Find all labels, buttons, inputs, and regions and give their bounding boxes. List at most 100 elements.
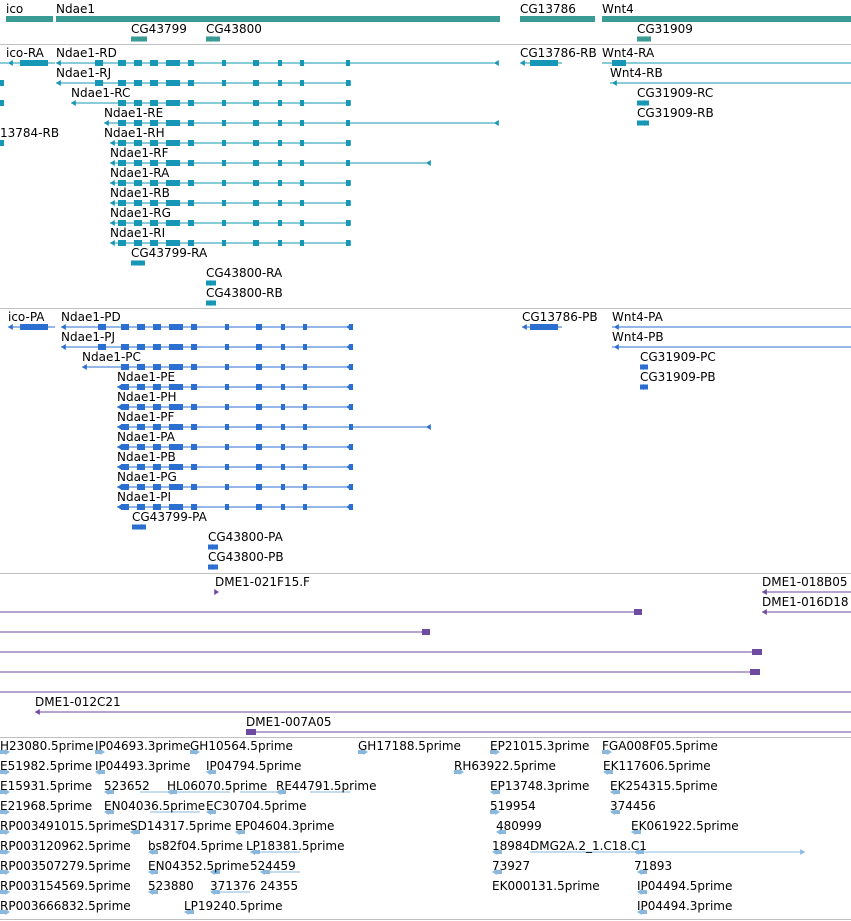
exon-block[interactable]	[191, 444, 197, 450]
est-block[interactable]	[602, 750, 608, 754]
est-block[interactable]	[210, 810, 216, 814]
exon-block[interactable]	[98, 344, 106, 350]
exon-block[interactable]	[349, 464, 353, 470]
exon-block[interactable]	[121, 344, 129, 350]
protein-label[interactable]: Ndae1-PA	[117, 430, 175, 444]
est-label[interactable]: 71893	[634, 859, 673, 873]
est-block[interactable]	[496, 870, 502, 874]
exon-block[interactable]	[188, 80, 194, 86]
exon-block[interactable]	[278, 80, 282, 86]
est-label[interactable]: E15931.5prime	[0, 779, 93, 793]
exon-block[interactable]	[166, 180, 180, 186]
est-label[interactable]: H23080.5prime	[0, 739, 94, 753]
exon-block[interactable]	[95, 60, 103, 66]
exon-block[interactable]	[134, 180, 142, 186]
exon-block[interactable]	[253, 100, 259, 106]
gene-bar[interactable]	[520, 16, 595, 22]
exon-block[interactable]	[121, 484, 129, 490]
est-label[interactable]: FGA008F05.5prime	[602, 739, 718, 753]
est-label[interactable]: E21968.5prime	[0, 799, 93, 813]
est-label[interactable]: IP04494.5prime	[637, 879, 733, 893]
exon-block[interactable]	[137, 484, 145, 490]
est-block[interactable]	[152, 850, 158, 854]
transcript-label[interactable]: Ndae1-RF	[110, 146, 169, 160]
exon-block[interactable]	[256, 444, 262, 450]
exon-block[interactable]	[303, 484, 307, 490]
exon-block[interactable]	[131, 260, 145, 266]
protein-label[interactable]: Ndae1-PC	[82, 350, 141, 364]
exon-block[interactable]	[134, 200, 142, 206]
exon-block[interactable]	[191, 364, 197, 370]
est-label[interactable]: 523652	[104, 779, 150, 793]
est-label[interactable]: EK117606.5prime	[603, 759, 711, 773]
exon-block[interactable]	[349, 504, 353, 510]
transcript-label[interactable]: Ndae1-RI	[110, 226, 166, 240]
exon-block[interactable]	[150, 140, 158, 146]
exon-block[interactable]	[222, 60, 226, 66]
exon-block[interactable]	[281, 504, 285, 510]
exon-block[interactable]	[137, 444, 145, 450]
exon-block[interactable]	[253, 220, 259, 226]
est-block[interactable]	[188, 910, 194, 914]
transcript-label[interactable]: Ndae1-RB	[110, 186, 170, 200]
exon-block[interactable]	[188, 140, 194, 146]
exon-block[interactable]	[222, 180, 226, 186]
exon-block[interactable]	[225, 364, 229, 370]
est-label[interactable]: SD14317.5prime	[130, 819, 232, 833]
exon-block[interactable]	[191, 404, 197, 410]
exon-block[interactable]	[150, 200, 158, 206]
gene-bar[interactable]	[56, 16, 500, 22]
exon-block[interactable]	[166, 160, 180, 166]
est-label[interactable]: RP003154569.5prime	[0, 879, 131, 893]
exon-block[interactable]	[281, 424, 285, 430]
exon-block[interactable]	[118, 180, 126, 186]
est-label[interactable]: 519954	[490, 799, 536, 813]
est-label[interactable]: RP003120962.5prime	[0, 839, 131, 853]
exon-block[interactable]	[281, 364, 285, 370]
est-block[interactable]	[614, 790, 620, 794]
exon-block[interactable]	[300, 180, 304, 186]
est-block[interactable]	[641, 890, 647, 894]
exon-block[interactable]	[134, 100, 142, 106]
protein-label[interactable]: CG43800-PA	[208, 530, 283, 544]
protein-label[interactable]: CG31909-PC	[640, 350, 716, 364]
protein-label[interactable]: CG13786-PB	[522, 310, 598, 324]
exon-block[interactable]	[281, 464, 285, 470]
exon-block[interactable]	[153, 504, 161, 510]
exon-block[interactable]	[137, 364, 145, 370]
transcript-label[interactable]: Ndae1-RC	[71, 86, 131, 100]
exon-block[interactable]	[169, 324, 183, 330]
est-block[interactable]	[99, 770, 105, 774]
est-label[interactable]: GH10564.5prime	[190, 739, 293, 753]
est-block[interactable]	[0, 890, 6, 894]
est-block[interactable]	[95, 750, 101, 754]
cdna-label[interactable]: DME1-007A05	[246, 715, 332, 729]
est-block[interactable]	[494, 790, 500, 794]
est-label[interactable]: GH17188.5prime	[358, 739, 461, 753]
exon-block[interactable]	[256, 344, 262, 350]
gene-bar[interactable]	[206, 36, 220, 42]
gene-label-cg43799[interactable]: CG43799	[131, 22, 187, 36]
exon-block[interactable]	[166, 60, 180, 66]
exon-block[interactable]	[188, 160, 194, 166]
exon-block[interactable]	[303, 364, 307, 370]
exon-block[interactable]	[169, 484, 183, 490]
exon-block[interactable]	[166, 140, 180, 146]
exon-block[interactable]	[188, 100, 194, 106]
exon-block[interactable]	[225, 324, 229, 330]
protein-label[interactable]: Ndae1-PH	[117, 390, 177, 404]
exon-block[interactable]	[121, 384, 129, 390]
exon-block[interactable]	[278, 200, 282, 206]
gene-label-cg43800[interactable]: CG43800	[206, 22, 262, 36]
gene-label-ico[interactable]: ico	[6, 2, 24, 16]
exon-block[interactable]	[303, 444, 307, 450]
est-label[interactable]: 480999	[496, 819, 542, 833]
exon-block[interactable]	[153, 484, 161, 490]
transcript-label[interactable]: CG31909-RB	[637, 106, 714, 120]
exon-block[interactable]	[118, 240, 126, 246]
exon-block[interactable]	[206, 280, 216, 286]
est-label[interactable]: EC30704.5prime	[206, 799, 307, 813]
exon-block[interactable]	[253, 80, 259, 86]
exon-block[interactable]	[278, 100, 282, 106]
exon-block[interactable]	[225, 424, 229, 430]
